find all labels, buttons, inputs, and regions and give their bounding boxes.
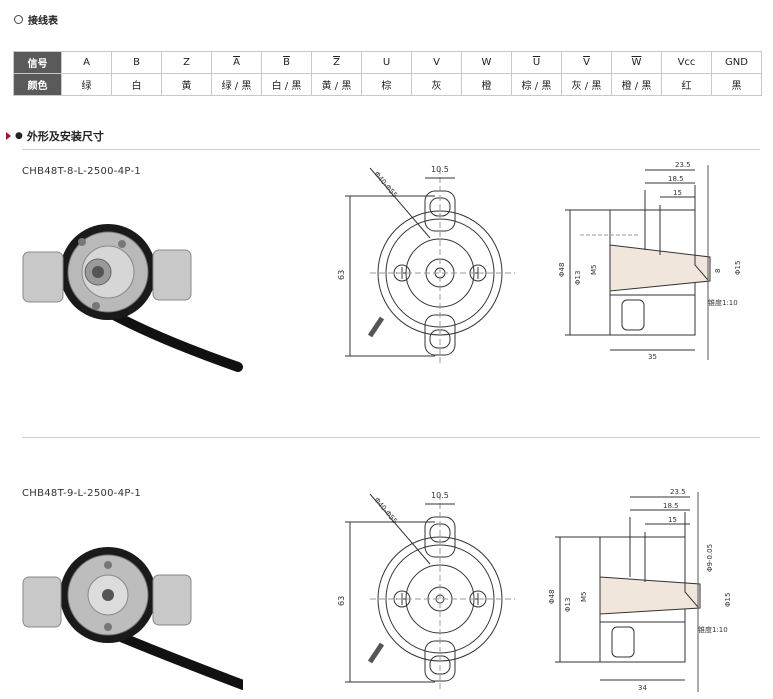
- dimension-section-title: ● 外形及安装尺寸: [6, 128, 104, 144]
- triangle-bullet-icon: [6, 132, 11, 140]
- dim-hub: Φ13: [564, 598, 572, 612]
- dim-thread: M5: [590, 265, 598, 276]
- width-label: 10.5: [431, 491, 449, 500]
- signal-cell: Z: [311, 51, 362, 74]
- color-cell: 棕 / 黑: [511, 73, 562, 96]
- color-cell: 红: [661, 73, 712, 96]
- dim-d3: 15: [668, 516, 677, 524]
- side-view-drawing-1: 23.5 18.5 15 Φ48 Φ13 M5 8 Φ15 锥度1:10 35: [558, 161, 742, 361]
- signal-cell: U: [361, 51, 412, 74]
- dim-d1: 23.5: [670, 488, 686, 496]
- color-cell: 棕: [361, 73, 412, 96]
- dim-bore: Φ9-0.05: [706, 544, 714, 572]
- color-cell: 黄: [161, 73, 212, 96]
- signal-cell: W: [461, 51, 512, 74]
- signal-cell: A: [211, 51, 262, 74]
- front-view-drawing-1: 63 10.5 Φ40-Φ55: [337, 165, 515, 363]
- color-cell: 灰 / 黑: [561, 73, 612, 96]
- signal-cell: A: [61, 51, 112, 74]
- product-model-2: CHB48T-9-L-2500-4P-1: [22, 488, 142, 499]
- signal-cell: GND: [711, 51, 762, 74]
- section-divider: [22, 149, 760, 150]
- height-label: 63: [337, 596, 346, 606]
- signal-cell: Z: [161, 51, 212, 74]
- signal-cell: V: [411, 51, 462, 74]
- dot-bullet-icon: ●: [15, 131, 23, 141]
- color-cell: 白: [111, 73, 162, 96]
- signal-cell: B: [111, 51, 162, 74]
- dim-flange: Φ15: [734, 261, 742, 275]
- dim-hub: Φ13: [574, 271, 582, 285]
- dim-thread: M5: [580, 592, 588, 603]
- dimension-title-text: 外形及安装尺寸: [26, 130, 104, 143]
- signal-cell: V: [561, 51, 612, 74]
- signal-header: 信号: [13, 51, 62, 74]
- height-label: 63: [337, 270, 346, 280]
- product-model-1: CHB48T-8-L-2500-4P-1: [22, 166, 142, 177]
- dim-taper: 锥度1:10: [698, 625, 728, 634]
- color-row: 颜色 绿 白 黄 绿 / 黑 白 / 黑 黄 / 黑 棕 灰 橙 棕 / 黑 灰…: [13, 73, 762, 96]
- color-cell: 白 / 黑: [261, 73, 312, 96]
- wiring-title-text: 接线表: [28, 16, 58, 27]
- signal-cell: Vcc: [661, 51, 712, 74]
- encoder-photo-2: [22, 547, 243, 690]
- wiring-table: 信号 A B Z A B Z U V W U V W Vcc GND 颜色 绿 …: [13, 51, 762, 96]
- dim-bore: 8: [714, 269, 722, 273]
- color-cell: 橙 / 黑: [611, 73, 662, 96]
- dim-body: Φ48: [548, 590, 556, 604]
- dim-d2: 18.5: [663, 502, 679, 510]
- color-cell: 灰: [411, 73, 462, 96]
- signal-cell: U: [511, 51, 562, 74]
- dim-d1: 23.5: [675, 161, 691, 169]
- color-cell: 绿 / 黑: [211, 73, 262, 96]
- dim-body: Φ48: [558, 263, 566, 277]
- color-cell: 橙: [461, 73, 512, 96]
- dim-length: 34: [638, 684, 647, 692]
- color-header: 颜色: [13, 73, 62, 96]
- circle-bullet-icon: [14, 15, 23, 24]
- dim-flange: Φ15: [724, 593, 732, 607]
- diameter-label: Φ40-Φ55: [372, 170, 398, 199]
- dim-d2: 18.5: [668, 175, 684, 183]
- dim-length: 35: [648, 353, 657, 361]
- color-cell: 绿: [61, 73, 112, 96]
- dim-taper: 锥度1:10: [708, 298, 738, 307]
- product-divider: [22, 437, 760, 438]
- signal-cell: B: [261, 51, 312, 74]
- color-cell: 黑: [711, 73, 762, 96]
- wiring-section-title: 接线表: [14, 12, 58, 27]
- diameter-label: Φ40-Φ55: [372, 496, 398, 525]
- color-cell: 黄 / 黑: [311, 73, 362, 96]
- width-label: 10.5: [431, 165, 449, 174]
- signal-row: 信号 A B Z A B Z U V W U V W Vcc GND: [13, 51, 762, 74]
- dim-d3: 15: [673, 189, 682, 197]
- front-view-drawing-2: 63 10.5 Φ40-Φ55: [337, 491, 515, 689]
- signal-cell: W: [611, 51, 662, 74]
- side-view-drawing-2: 23.5 18.5 15 Φ48 Φ13 M5 Φ9-0.05 Φ15 锥度1:…: [548, 488, 732, 692]
- encoder-photo-1: [22, 224, 243, 372]
